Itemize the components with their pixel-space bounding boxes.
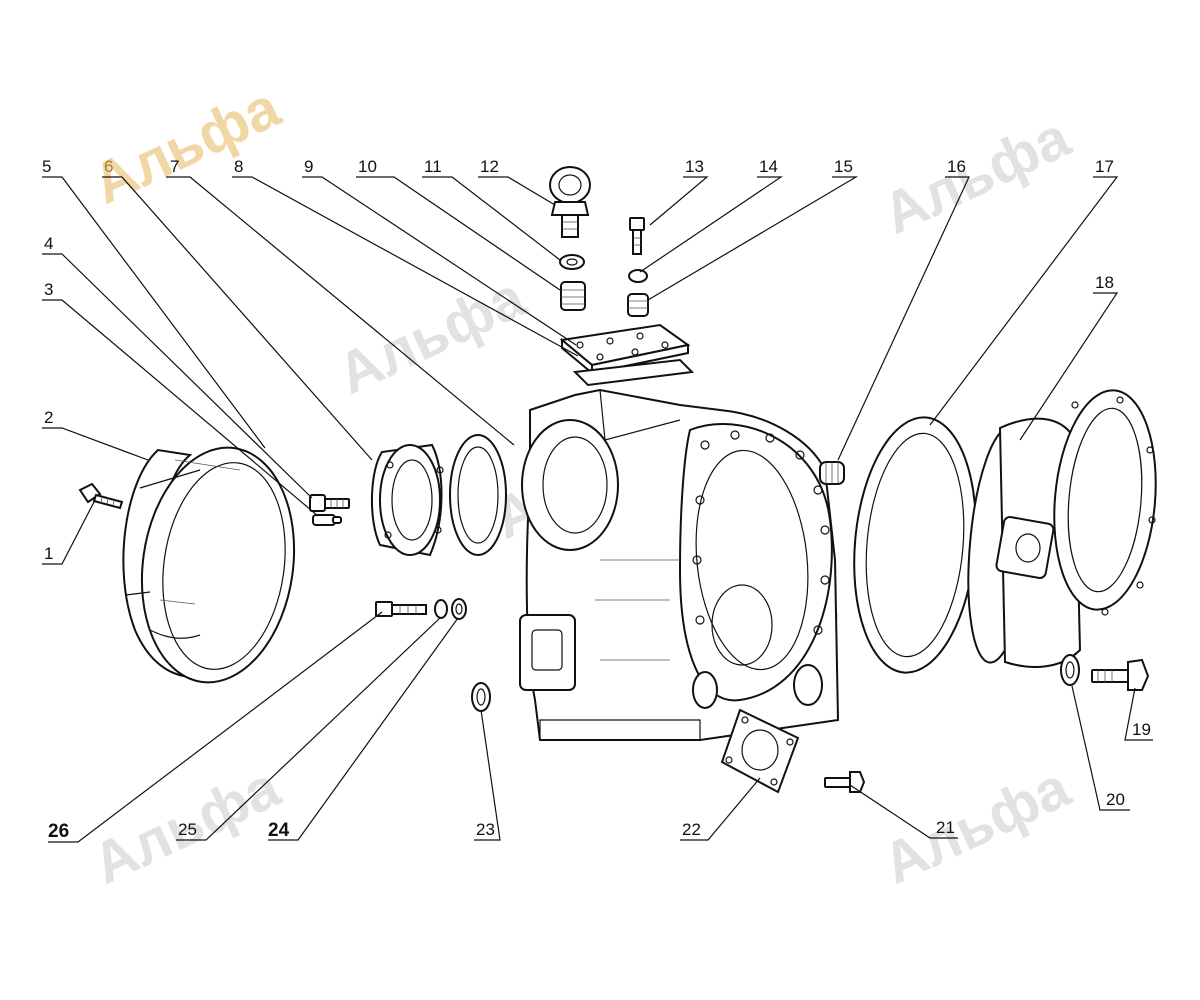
- callout-label-23: 23: [476, 820, 495, 839]
- part-4-bolt: [309, 494, 350, 512]
- part-17-gasket: [853, 416, 977, 674]
- part-19-bolt: [1091, 658, 1150, 691]
- part-16-plug: [819, 461, 845, 485]
- part-24-washer: [451, 598, 467, 620]
- part-13-bolt: [629, 217, 645, 255]
- callout-label-7: 7: [170, 157, 179, 176]
- callout-label-16: 16: [947, 157, 966, 176]
- part-10-plug: [560, 281, 586, 311]
- watermark-bottom-right: Альфа: [873, 754, 1080, 897]
- part-20-washer: [1060, 654, 1080, 686]
- callout-label-10: 10: [358, 157, 377, 176]
- watermark-center-upper: Альфа: [328, 264, 535, 407]
- part-9-cover-plate: [559, 323, 691, 376]
- part-21-bolt: [824, 771, 866, 793]
- watermark-top-right: Альфа: [873, 104, 1080, 247]
- main-housing: [519, 388, 840, 741]
- callout-label-3: 3: [44, 280, 53, 299]
- leader-lines: [42, 176, 1153, 843]
- callout-labels: 5 6 7 8 9 10 11 12 13 14 15 16 17 18 4 3…: [42, 157, 1151, 842]
- callout-label-22: 22: [682, 820, 701, 839]
- watermark-text: Альфа: [328, 264, 535, 407]
- callout-label-5: 5: [42, 157, 51, 176]
- part-7-gasket: [449, 434, 507, 556]
- callout-label-1: 1: [44, 544, 53, 563]
- watermark-text: Альфа: [873, 104, 1080, 247]
- callout-label-18: 18: [1095, 273, 1114, 292]
- callout-label-25: 25: [178, 820, 197, 839]
- callout-label-19: 19: [1132, 720, 1151, 739]
- part-2-ring-cover: [122, 446, 296, 684]
- svg-text:Альфа: Альфа: [83, 74, 290, 217]
- part-11-washer: [559, 254, 585, 270]
- part-26-bolt: [375, 601, 427, 617]
- callout-label-13: 13: [685, 157, 704, 176]
- part-1-bolt: [78, 482, 124, 510]
- watermark-top-left: Альфа: [83, 74, 290, 217]
- callout-label-24: 24: [268, 820, 290, 841]
- callout-label-6: 6: [104, 157, 113, 176]
- part-5-flange: [371, 443, 444, 557]
- part-8-gasket: [572, 358, 695, 387]
- callout-label-15: 15: [834, 157, 853, 176]
- callout-label-12: 12: [480, 157, 499, 176]
- watermark-text: Альфа: [873, 754, 1080, 897]
- callout-label-14: 14: [759, 157, 778, 176]
- part-25-washer: [434, 599, 448, 619]
- part-18-cover: [967, 389, 1157, 668]
- callout-label-9: 9: [304, 157, 313, 176]
- callout-label-17: 17: [1095, 157, 1114, 176]
- callout-label-4: 4: [44, 234, 53, 253]
- callout-label-20: 20: [1106, 790, 1125, 809]
- part-12-eye-bolt: [549, 166, 591, 238]
- part-14-washer: [628, 269, 648, 283]
- part-22-flange-gasket: [720, 708, 800, 794]
- callout-label-8: 8: [234, 157, 243, 176]
- part-3-pin: [312, 514, 342, 526]
- part-15-plug: [627, 293, 649, 317]
- part-23-ring: [471, 682, 491, 712]
- callout-label-26: 26: [48, 821, 69, 842]
- watermark-text: Альфа: [83, 74, 290, 217]
- callout-label-11: 11: [424, 157, 442, 176]
- callout-label-2: 2: [44, 408, 53, 427]
- callout-label-21: 21: [936, 818, 955, 837]
